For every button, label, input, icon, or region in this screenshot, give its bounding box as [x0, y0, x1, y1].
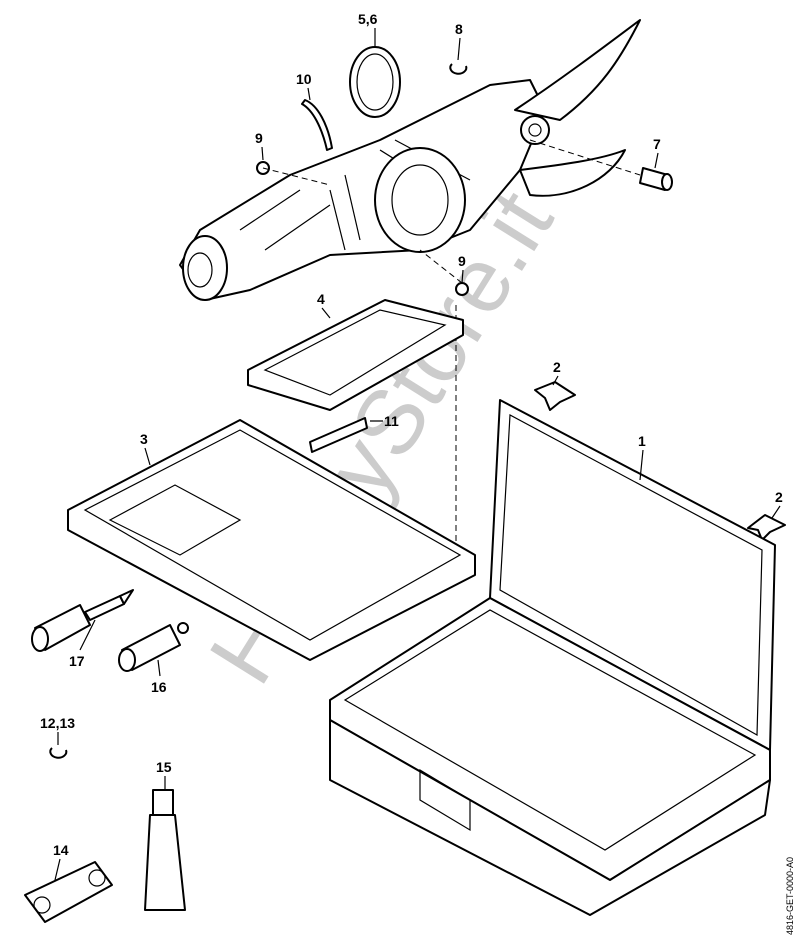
callout-label: 7: [653, 136, 661, 152]
callout-label: 2: [775, 489, 783, 505]
foam-insert-part-4: [247, 299, 464, 411]
clip-part-2: [534, 381, 576, 411]
screw-part-9: [455, 282, 469, 296]
leader-lines: [54, 28, 781, 881]
pad-part-11: [309, 417, 368, 453]
ring-part-5-6: [349, 46, 401, 118]
tool-part-17: [31, 589, 134, 652]
callout-label: 9: [255, 130, 263, 146]
callout-label: 2: [553, 359, 561, 375]
pruner-assembly: [179, 19, 641, 301]
clip-part-2: [747, 514, 786, 541]
circlip-part-12-13: [49, 747, 68, 759]
callout-label: 15: [156, 759, 172, 775]
callout-label: 4: [317, 291, 325, 307]
callout-label: 10: [296, 71, 312, 87]
callout-label: 16: [151, 679, 167, 695]
callout-label: 9: [458, 253, 466, 269]
callout-label: 1: [638, 433, 646, 449]
callout-label: 11: [384, 413, 399, 429]
socket-part-16: [118, 622, 189, 672]
callout-label: 14: [53, 842, 69, 858]
grease-tube-part-15: [144, 789, 186, 911]
callout-label: 12,13: [40, 715, 75, 731]
strip-part-10: [301, 99, 333, 151]
callout-label: 5,6: [358, 11, 378, 27]
pin-part-7: [639, 167, 673, 191]
drawing-code: 4816-GET-0000-A0: [785, 857, 795, 935]
circlip-part-8: [449, 63, 468, 75]
wrench-part-14: [24, 861, 113, 923]
callout-label: 8: [455, 21, 463, 37]
callout-label: 17: [69, 653, 85, 669]
callout-label: 3: [140, 431, 148, 447]
tray-part-3: [67, 419, 476, 661]
case-part-1: [329, 399, 776, 916]
